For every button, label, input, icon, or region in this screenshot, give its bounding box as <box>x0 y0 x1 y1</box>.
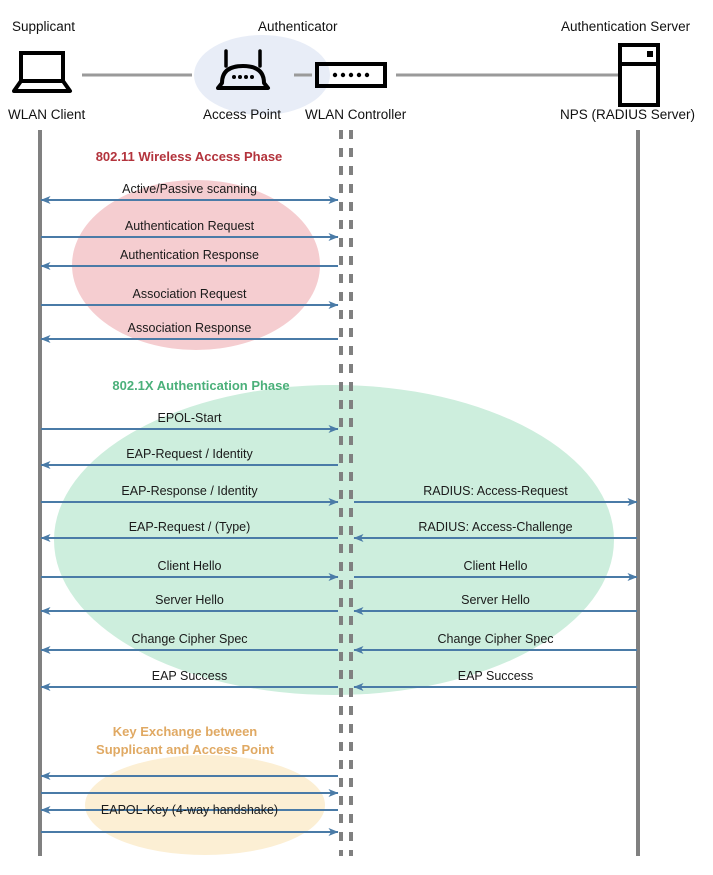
message-label: Active/Passive scanning <box>122 182 257 196</box>
phase-title-80211: 802.11 Wireless Access Phase <box>95 149 283 164</box>
message-label: EAP-Response / Identity <box>121 484 258 498</box>
message-label: Change Cipher Spec <box>437 632 554 646</box>
message-label: RADIUS: Access-Request <box>423 484 568 498</box>
message-label: EAP-Request / (Type) <box>128 520 251 534</box>
message-label: Association Request <box>132 287 247 301</box>
actor-role-authentication-server: Authentication Server <box>561 19 691 34</box>
message-arrows <box>40 196 638 836</box>
laptop-icon <box>12 51 72 93</box>
phase-key-exchange-region <box>85 755 325 855</box>
message-label: EAP Success <box>151 669 228 683</box>
message-label: EAP Success <box>457 669 534 683</box>
actor-role-supplicant: Supplicant <box>12 19 76 34</box>
message-label: Server Hello <box>461 593 530 607</box>
actor-name-wlan-client: WLAN Client <box>8 107 86 122</box>
actor-name-access-point: Access Point <box>203 107 282 122</box>
message-label: Client Hello <box>157 559 222 573</box>
message-label: RADIUS: Access-Challenge <box>418 520 573 534</box>
actor-name-nps-radius-server: NPS (RADIUS Server) <box>560 107 696 122</box>
message-label: EPOL-Start <box>157 411 222 425</box>
message-label: EAPOL-Key (4-way handshake) <box>100 803 279 817</box>
phase-title-key-exchange-line2: Supplicant and Access Point <box>96 742 274 757</box>
phase-title-key-exchange-line1: Key Exchange between <box>112 724 258 739</box>
actor-role-authenticator: Authenticator <box>258 19 338 34</box>
message-label: Server Hello <box>155 593 224 607</box>
message-label: Client Hello <box>463 559 528 573</box>
message-label: Authentication Response <box>120 248 259 262</box>
message-label: Association Response <box>127 321 252 335</box>
message-label: EAP-Request / Identity <box>126 447 253 461</box>
phase-title-key-exchange: Key Exchange between Supplicant and Acce… <box>96 723 274 759</box>
wireless-access-point-icon <box>216 49 270 90</box>
server-rack-icon <box>618 43 660 107</box>
network-controller-icon <box>315 62 387 88</box>
message-label: Change Cipher Spec <box>131 632 248 646</box>
actor-name-wlan-controller: WLAN Controller <box>305 107 407 122</box>
message-label: Authentication Request <box>124 219 255 233</box>
phase-title-8021x: 802.1X Authentication Phase <box>112 378 290 393</box>
phase-8021x-region <box>54 385 614 695</box>
